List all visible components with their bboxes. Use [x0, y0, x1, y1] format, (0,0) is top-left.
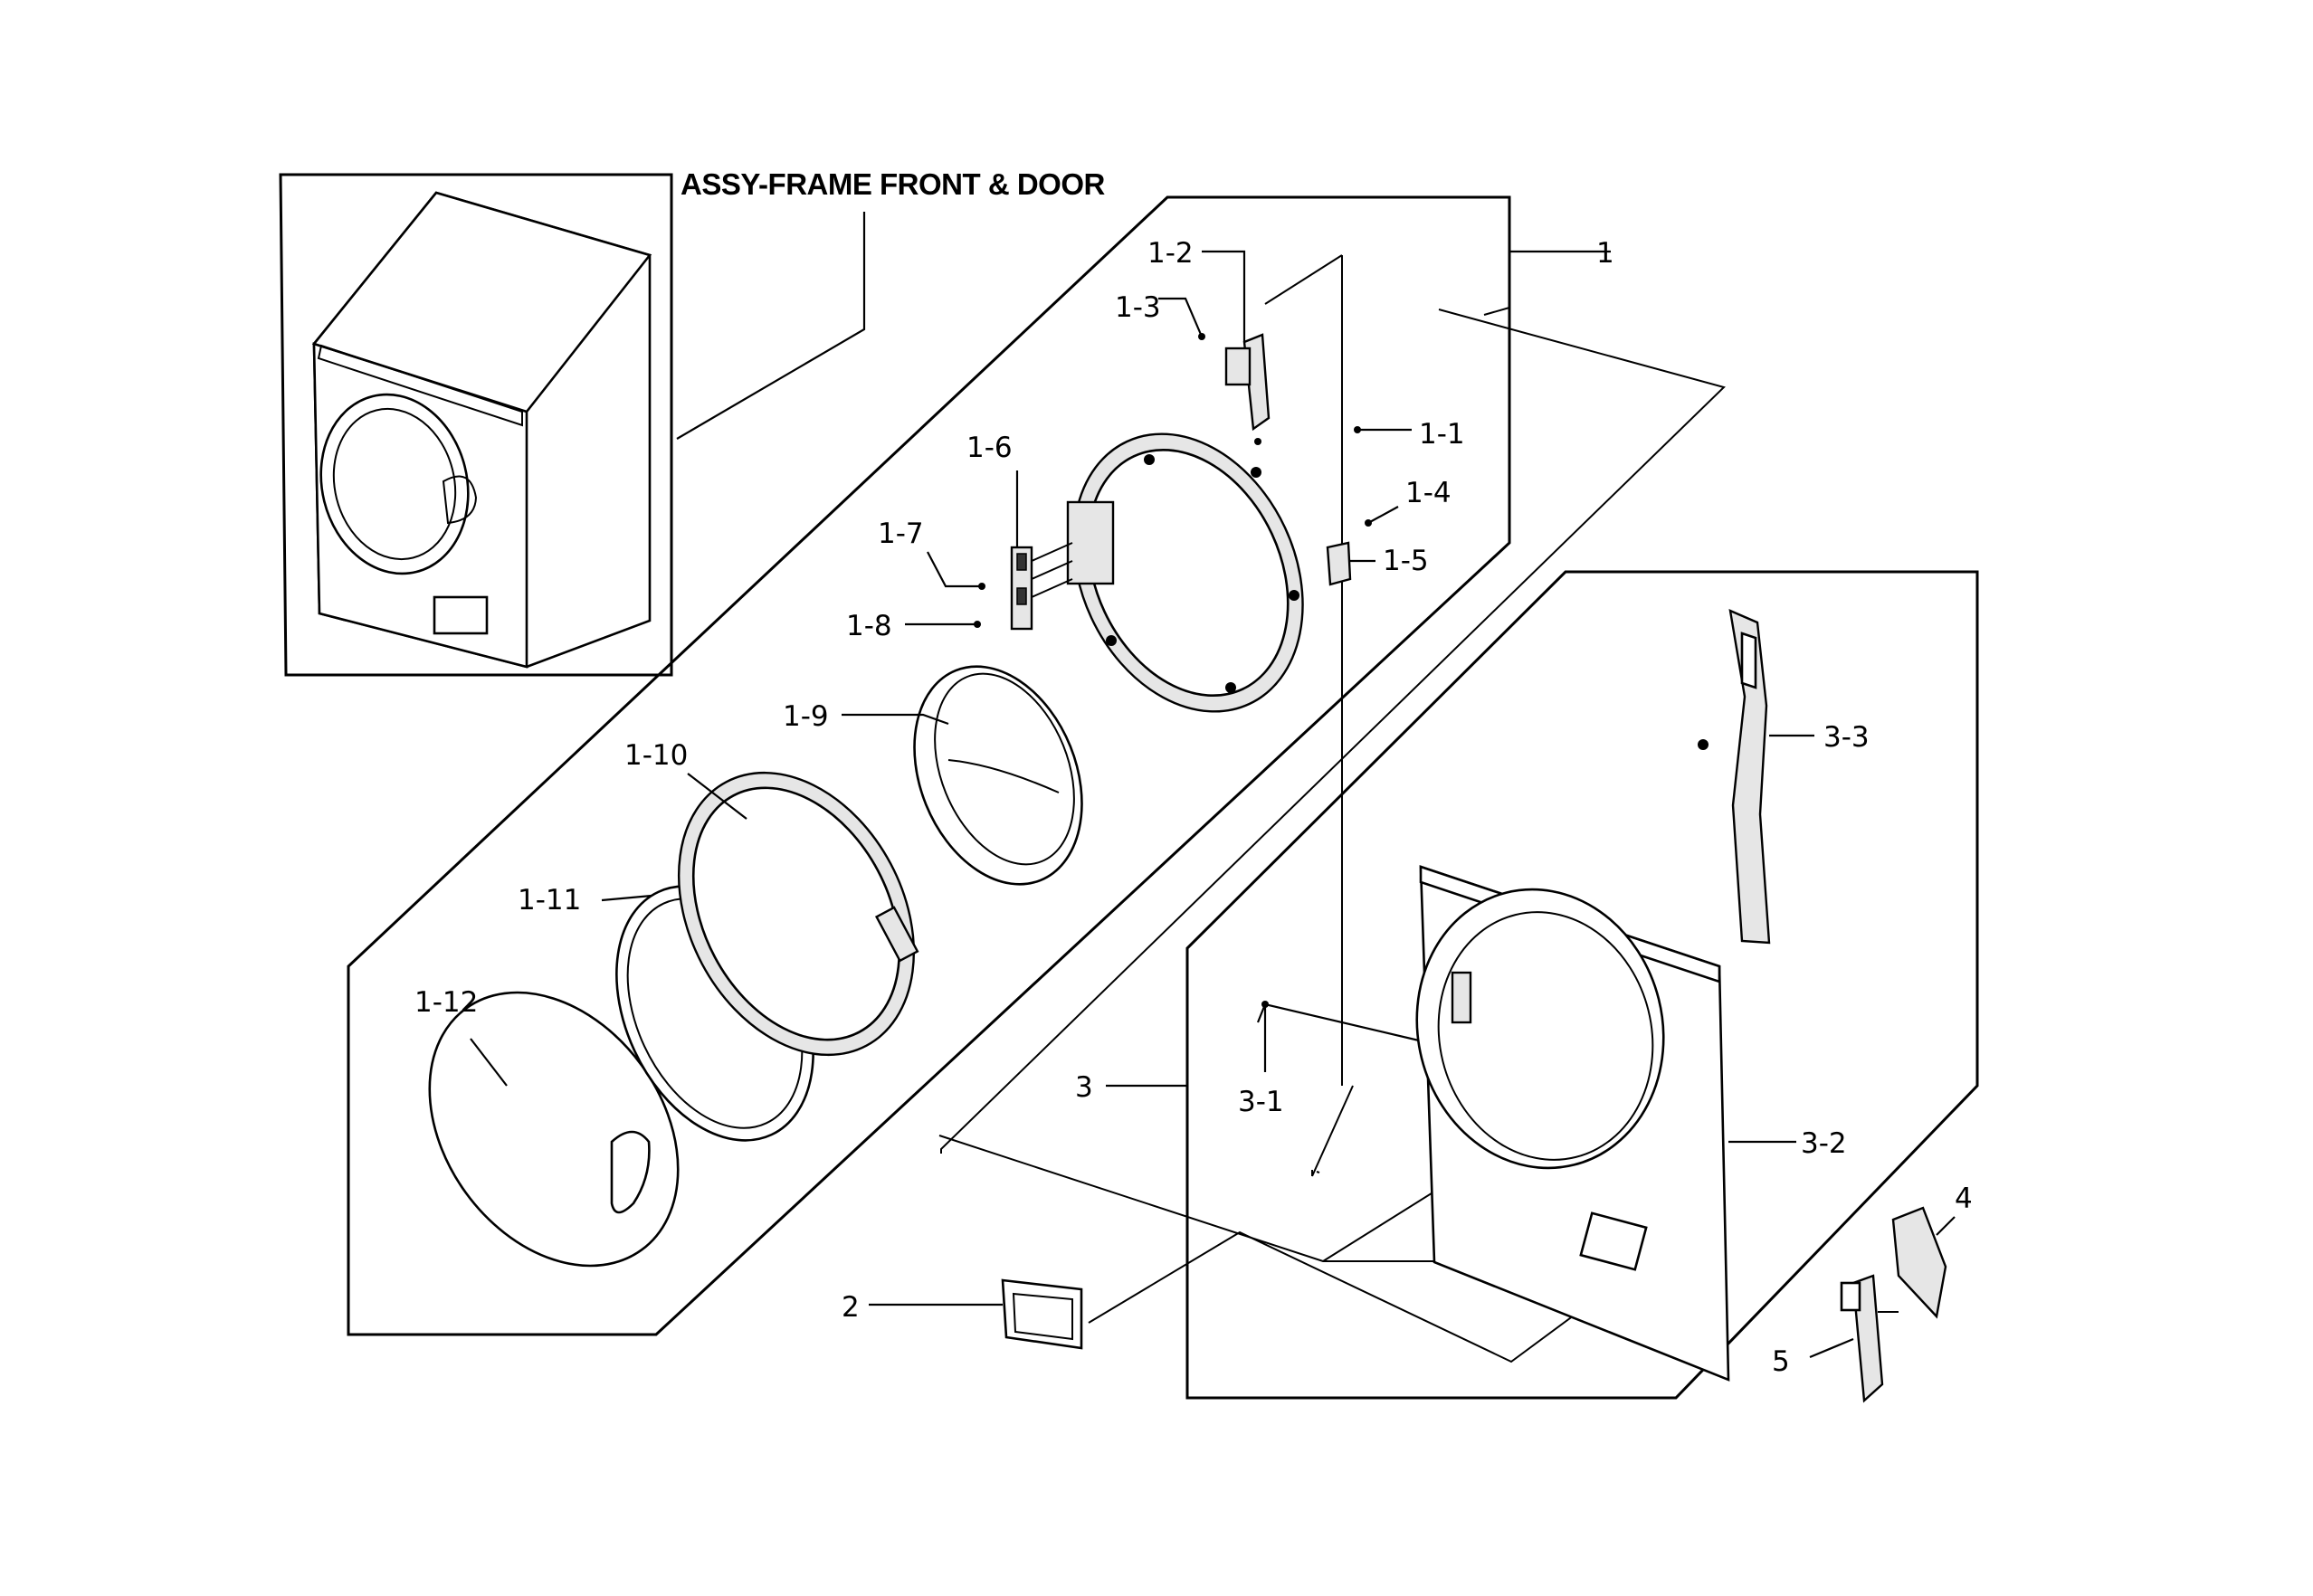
label-3-2: 3-2 [1801, 1127, 1847, 1160]
label-3: 3 [1075, 1071, 1093, 1104]
assembly-inset [279, 173, 866, 677]
label-1-7: 1-7 [878, 518, 924, 550]
label-4: 4 [1955, 1183, 1973, 1215]
lock-part-5 [1840, 1274, 1899, 1403]
bracket-part-4 [1891, 1206, 1947, 1319]
door-ring-part [1066, 432, 1304, 713]
label-1-10: 1-10 [624, 739, 688, 772]
label-1-4: 1-4 [1405, 477, 1452, 509]
label-1-5: 1-5 [1383, 545, 1429, 577]
door-hook-holder-part [1224, 333, 1271, 432]
door-hinge-part [1010, 542, 1073, 631]
label-1-9: 1-9 [783, 700, 829, 733]
frame-front-frame [1106, 570, 1979, 1400]
label-1-6: 1-6 [966, 432, 1013, 464]
door-hook-part [1326, 541, 1352, 586]
diagram-title: ASSY-FRAME FRONT & DOOR [681, 167, 1106, 201]
door-glass-part [913, 665, 1083, 886]
label-1-8: 1-8 [846, 610, 892, 642]
label-1-1: 1-1 [1419, 418, 1465, 451]
label-2: 2 [842, 1291, 860, 1324]
side-bracket-part [1698, 609, 1771, 945]
label-3-1: 3-1 [1238, 1086, 1284, 1118]
leader-lines [470, 250, 1956, 1359]
door-assembly-frame [347, 195, 1611, 1336]
label-1: 1 [1596, 237, 1614, 270]
label-1-11: 1-11 [518, 884, 581, 917]
detergent-housing-part [1001, 1278, 1083, 1350]
inset-washer-image [311, 191, 652, 669]
door-frame-part [677, 771, 919, 1057]
label-1-3: 1-3 [1115, 291, 1161, 324]
label-5: 5 [1772, 1345, 1790, 1378]
label-1-12: 1-12 [414, 986, 478, 1019]
frame-front-part [1415, 865, 1730, 1382]
label-1-2: 1-2 [1147, 237, 1194, 270]
label-3-3: 3-3 [1823, 721, 1870, 754]
